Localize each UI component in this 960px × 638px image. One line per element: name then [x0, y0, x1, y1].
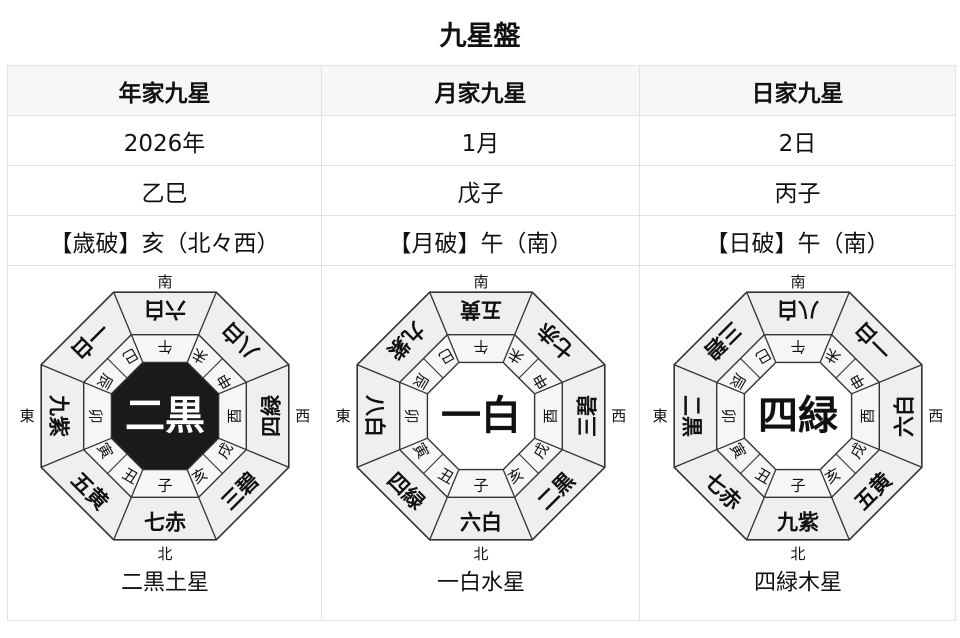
- direction-west: 西: [928, 407, 943, 425]
- star-name: 一白水星: [436, 570, 524, 595]
- kyusei-table: 年家九星 月家九星 日家九星 2026年 1月 2日 乙巳 戊子 丙子 【歳破】…: [7, 65, 956, 621]
- direction-west: 西: [611, 407, 626, 425]
- star-name: 四緑木星: [753, 570, 841, 595]
- day-kanshi: 丙子: [639, 165, 956, 216]
- year-kanshi: 乙巳: [7, 165, 322, 216]
- outer-star-label: 七赤: [144, 511, 186, 535]
- header-row: 年家九星 月家九星 日家九星: [7, 65, 956, 116]
- outer-star-label: 六白: [892, 395, 916, 437]
- month-ha: 【月破】午（南）: [321, 215, 640, 266]
- month-value: 1月: [321, 115, 640, 166]
- period-row: 2026年 1月 2日: [7, 115, 956, 166]
- zodiac-label: 午: [157, 338, 172, 356]
- zodiac-label: 子: [473, 476, 488, 494]
- page-title: 九星盤: [439, 21, 521, 52]
- outer-star-label: 六白: [460, 511, 502, 535]
- zodiac-label: 子: [157, 476, 172, 494]
- direction-east: 東: [335, 407, 350, 425]
- zodiac-label: 酉: [858, 408, 876, 423]
- direction-south: 南: [157, 273, 172, 291]
- outer-star-label: 六白: [144, 297, 186, 321]
- outer-star-label: 九紫: [776, 511, 819, 535]
- year-ha: 【歳破】亥（北々西）: [7, 215, 322, 266]
- zodiac-label: 子: [790, 476, 805, 494]
- direction-north: 北: [473, 545, 488, 563]
- ha-row: 【歳破】亥（北々西） 【月破】午（南） 【日破】午（南）: [7, 215, 956, 266]
- zodiac-label: 午: [473, 338, 488, 356]
- year-kyusei-board: 七赤五黄九紫一白六白八白四緑三碧子丑寅卯辰巳午未申酉戌亥二黒南北東西二黒土星: [19, 273, 310, 595]
- center-star-label: 一白: [441, 393, 521, 439]
- direction-north: 北: [790, 545, 805, 563]
- direction-east: 東: [652, 407, 667, 425]
- zodiac-label: 酉: [225, 408, 243, 423]
- center-star-label: 二黒: [125, 393, 205, 439]
- month-chart-cell: 六白四緑八白九紫五黄七赤三碧二黒子丑寅卯辰巳午未申酉戌亥一白南北東西一白水星: [321, 265, 640, 621]
- header-month: 月家九星: [321, 65, 640, 116]
- header-year: 年家九星: [7, 65, 322, 116]
- direction-east: 東: [19, 407, 34, 425]
- year-chart-cell: 七赤五黄九紫一白六白八白四緑三碧子丑寅卯辰巳午未申酉戌亥二黒南北東西二黒土星: [7, 265, 322, 621]
- outer-star-label: 九紫: [46, 394, 70, 437]
- outer-star-label: 四緑: [259, 394, 283, 437]
- outer-star-label: 八白: [777, 297, 819, 321]
- star-name: 二黒土星: [120, 570, 208, 595]
- outer-star-label: 五黄: [460, 297, 502, 321]
- direction-north: 北: [157, 545, 172, 563]
- month-kanshi: 戊子: [321, 165, 640, 216]
- day-ha: 【日破】午（南）: [639, 215, 956, 266]
- zodiac-label: 午: [790, 338, 805, 356]
- outer-star-label: 二黒: [679, 395, 703, 437]
- day-chart-cell: 九紫七赤二黒三碧八白一白六白五黄子丑寅卯辰巳午未申酉戌亥四緑南北東西四緑木星: [639, 265, 956, 621]
- direction-west: 西: [295, 407, 310, 425]
- month-kyusei-board: 六白四緑八白九紫五黄七赤三碧二黒子丑寅卯辰巳午未申酉戌亥一白南北東西一白水星: [335, 273, 626, 595]
- day-value: 2日: [639, 115, 956, 166]
- zodiac-label: 酉: [541, 408, 559, 423]
- zodiac-label: 卯: [86, 408, 104, 423]
- zodiac-label: 卯: [719, 408, 737, 423]
- direction-south: 南: [473, 273, 488, 291]
- outer-star-label: 三碧: [575, 395, 599, 437]
- chart-row: 七赤五黄九紫一白六白八白四緑三碧子丑寅卯辰巳午未申酉戌亥二黒南北東西二黒土星 六…: [7, 265, 956, 621]
- outer-star-label: 八白: [362, 395, 386, 437]
- kanshi-row: 乙巳 戊子 丙子: [7, 165, 956, 216]
- year-value: 2026年: [7, 115, 322, 166]
- direction-south: 南: [790, 273, 805, 291]
- zodiac-label: 卯: [402, 408, 420, 423]
- center-star-label: 四緑: [758, 393, 839, 439]
- header-day: 日家九星: [639, 65, 956, 116]
- day-kyusei-board: 九紫七赤二黒三碧八白一白六白五黄子丑寅卯辰巳午未申酉戌亥四緑南北東西四緑木星: [652, 273, 943, 595]
